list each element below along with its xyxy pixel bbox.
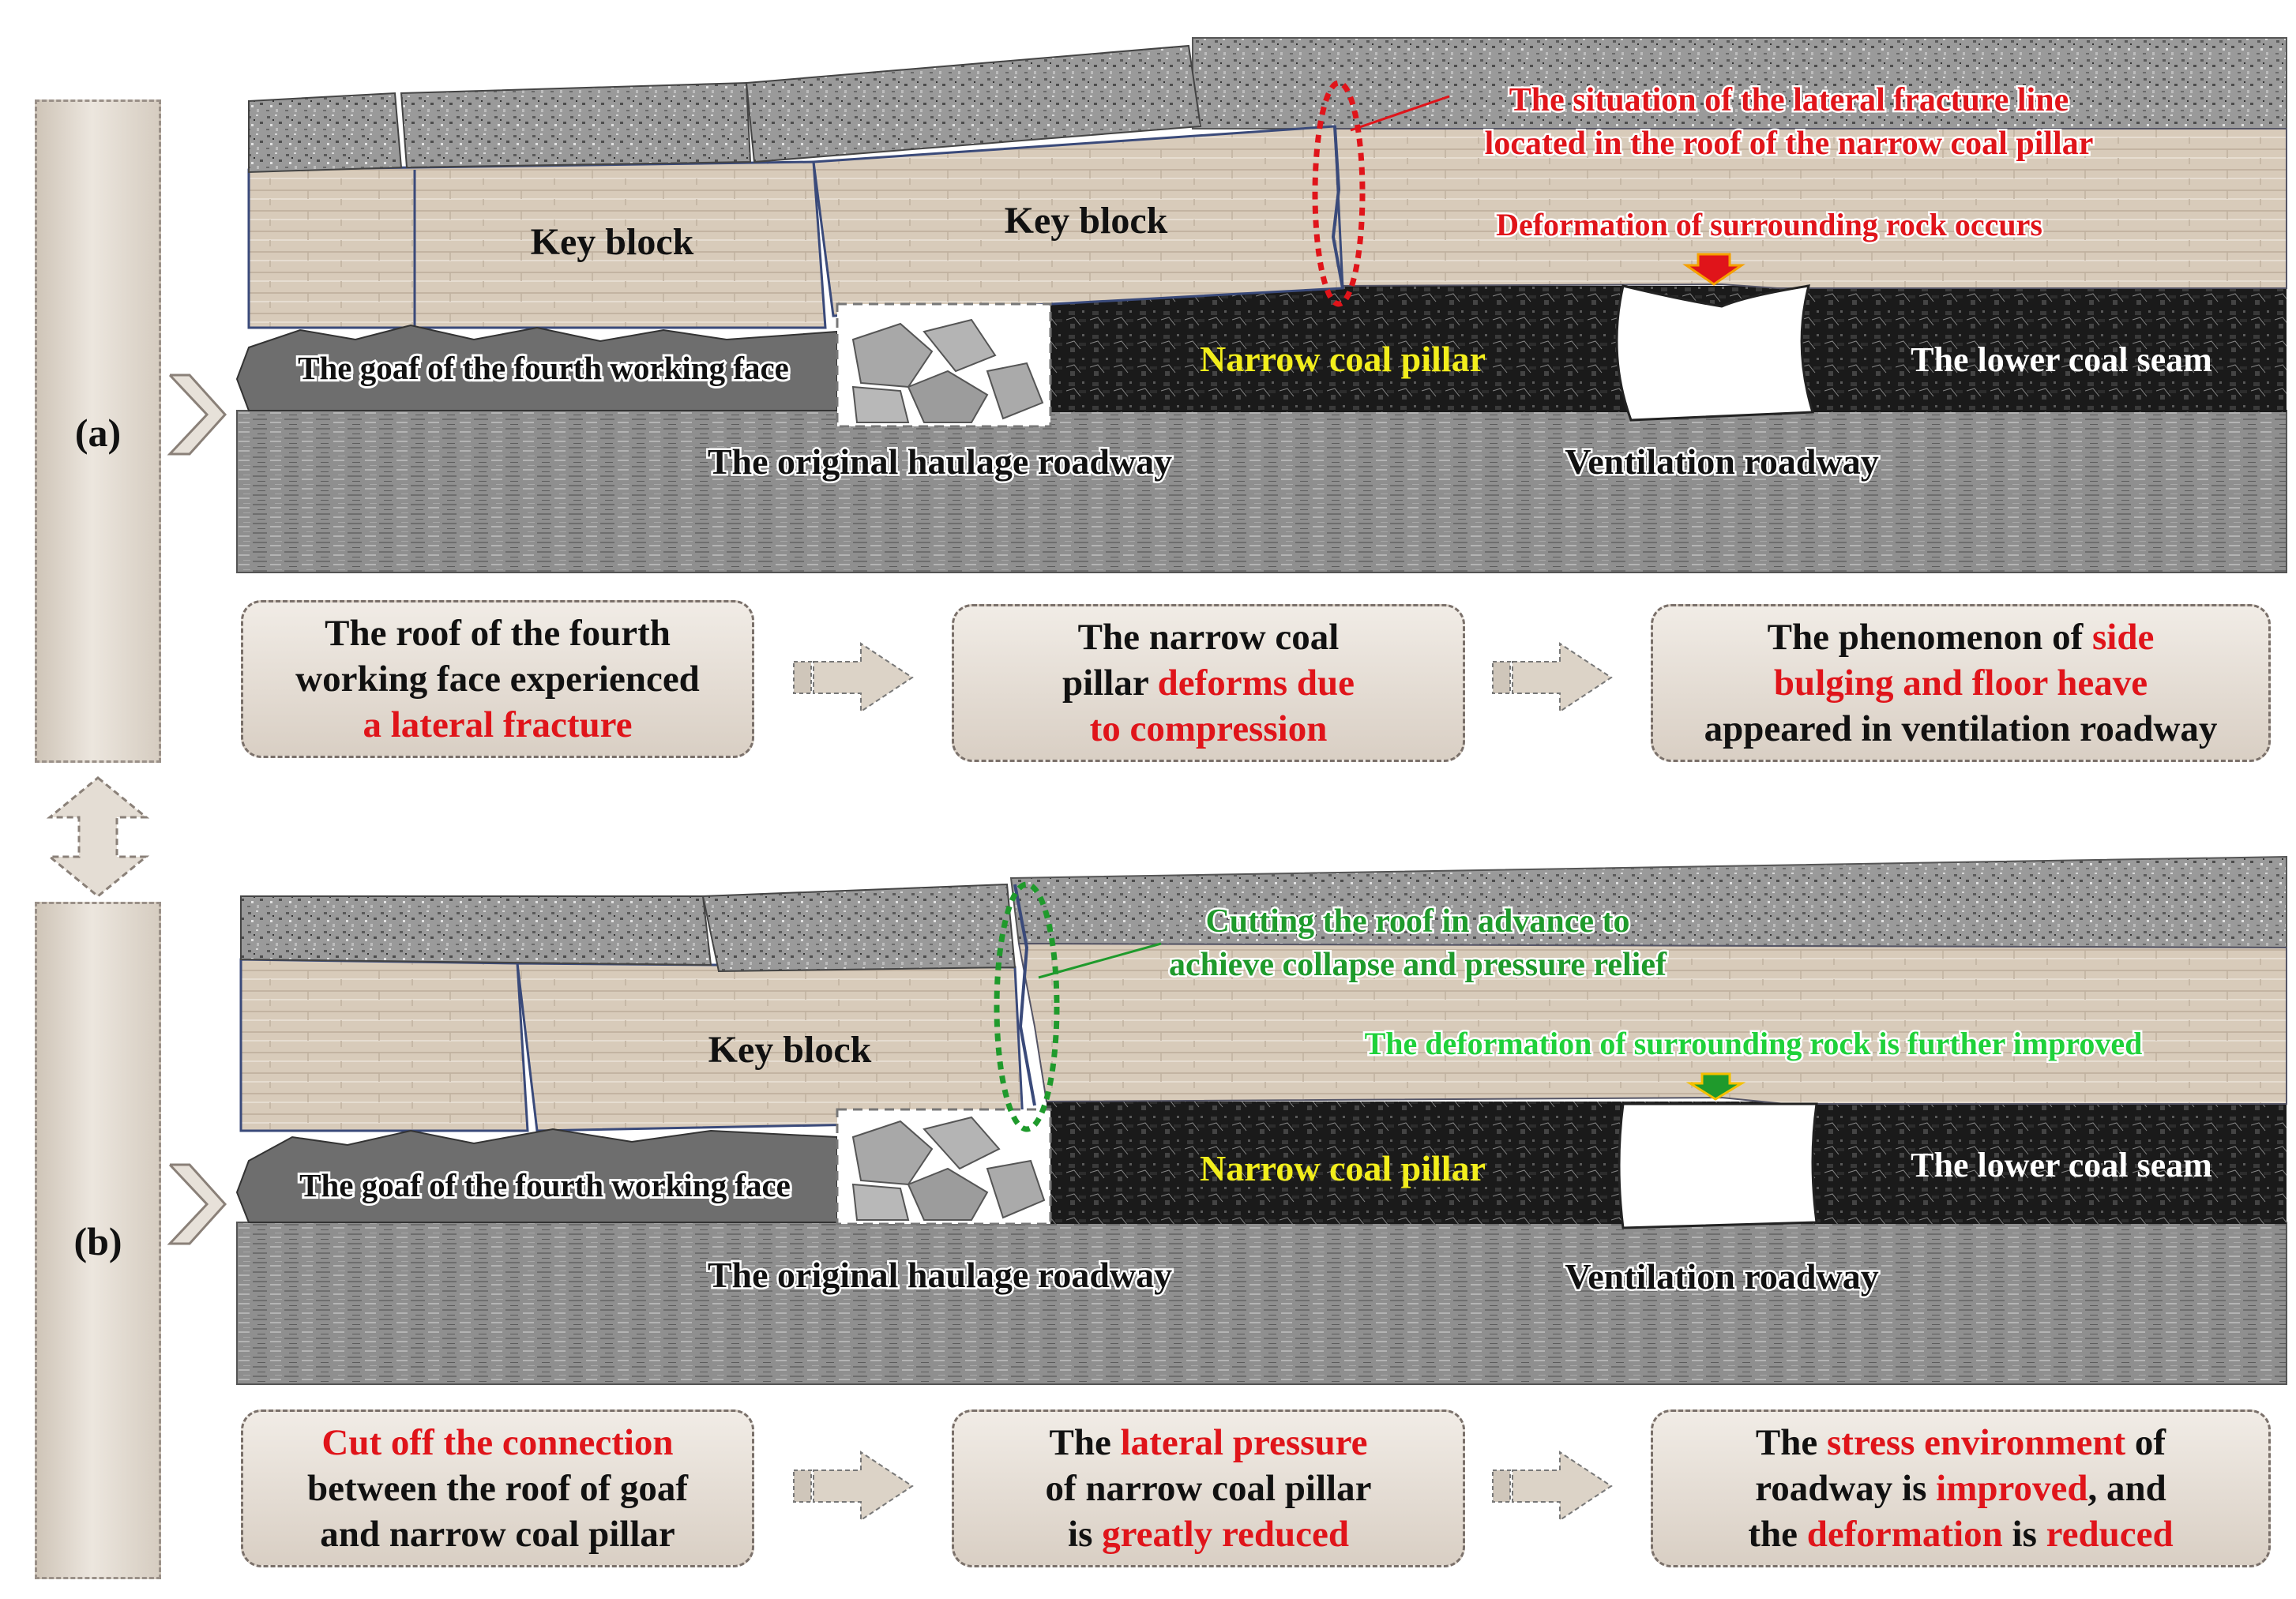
chevron-icon-a	[167, 373, 227, 456]
callout-2-b: achieve collapse and pressure relief	[1169, 947, 1667, 983]
goaf-label-a: The goaf of the fourth working face	[298, 350, 789, 386]
callout-1-a: The situation of the lateral fracture li…	[1509, 82, 2069, 118]
callout-1-b: Cutting the roof in advance to	[1205, 903, 1629, 940]
sandstone-right-b	[1017, 942, 2287, 1105]
cut-pointer-b	[1038, 942, 1162, 979]
panel-b-geology	[235, 855, 2287, 1385]
step-b3-line2a: roadway is	[1755, 1468, 1937, 1509]
granite-block-2-b	[701, 883, 1016, 973]
flow-arrow-icon-a1	[793, 642, 914, 713]
step-b3-line1c: of	[2125, 1422, 2166, 1463]
granite-block-1-a	[248, 92, 403, 174]
upper-rock-right-b	[1009, 855, 2287, 949]
granite-block-3-a	[745, 44, 1202, 163]
fracture-pointer-a	[1350, 95, 1450, 132]
step-a2-line3: to compression	[1089, 708, 1328, 749]
flow-arrow-icon-b1	[793, 1451, 914, 1522]
callout-3-b: The deformation of surrounding rock is f…	[1365, 1026, 2143, 1061]
key-block-right-label-a: Key block	[1005, 200, 1168, 242]
step-b3-line1a: The	[1755, 1422, 1827, 1463]
sidebar-panel-a: (a)	[35, 99, 161, 763]
step-b3-line3a: the	[1748, 1514, 1807, 1555]
haulage-label-b: The original haulage roadway	[708, 1255, 1172, 1295]
ventilation-label-b: Ventilation roadway	[1565, 1256, 1878, 1297]
step-b1-line1: Cut off the connection	[321, 1422, 674, 1463]
double-arrow-icon	[46, 776, 150, 898]
step-b2-line3a: is	[1068, 1514, 1103, 1555]
pillar-label-b: Narrow coal pillar	[1200, 1148, 1486, 1188]
cut-ellipse-b	[994, 881, 1060, 1132]
cut-line-b	[1013, 884, 1036, 1106]
flow-arrow-icon-a2	[1492, 642, 1613, 713]
step-b1-line3: and narrow coal pillar	[320, 1514, 675, 1555]
key-block-label-b: Key block	[708, 1029, 872, 1071]
chevron-icon-b	[167, 1163, 227, 1245]
step-b1-line2: between the roof of goaf	[306, 1468, 689, 1509]
goaf-rubble-a	[235, 302, 1052, 428]
goaf-rubble-b	[235, 1108, 1052, 1226]
fracture-ellipse-a	[1312, 80, 1366, 307]
step-b2-line2: of narrow coal pillar	[1045, 1468, 1372, 1509]
step-b3-line2c: , and	[2087, 1468, 2166, 1509]
step-box-a2: The narrow coal pillar deforms due to co…	[952, 604, 1465, 762]
granite-block-2-a	[400, 81, 752, 169]
callout-2-a: located in the roof of the narrow coal p…	[1485, 126, 2094, 162]
deformation-arrow-a	[1682, 253, 1745, 286]
improvement-arrow-b	[1685, 1072, 1746, 1101]
step-b3-line3c: is	[2002, 1514, 2046, 1555]
step-a1-line1: The roof of the fourth	[325, 613, 671, 654]
step-box-a3: The phenomenon of side bulging and floor…	[1651, 604, 2271, 762]
floor-rock-b	[236, 1222, 2287, 1385]
panel-label-a: (a)	[74, 411, 122, 455]
pillar-label-a: Narrow coal pillar	[1200, 339, 1486, 379]
step-a3-line2: bulging and floor heave	[1773, 662, 2148, 704]
step-a3-line3: appeared in ventilation roadway	[1704, 708, 2218, 749]
step-box-a1: The roof of the fourth working face expe…	[241, 600, 754, 758]
key-block-left-label-a: Key block	[531, 221, 694, 263]
callout-3-a: Deformation of surrounding rock occurs	[1496, 207, 2042, 242]
step-box-b3: The stress environment of roadway is imp…	[1651, 1409, 2271, 1567]
step-b2-line3b: greatly reduced	[1102, 1514, 1349, 1555]
step-b3-line3d: reduced	[2046, 1514, 2174, 1555]
goaf-label-b: The goaf of the fourth working face	[299, 1167, 791, 1203]
step-b3-line2b: improved	[1936, 1468, 2088, 1509]
step-a2-line2b: deforms due	[1157, 662, 1355, 704]
panel-label-b: (b)	[73, 1219, 122, 1263]
fracture-line-a	[1331, 126, 1344, 289]
ventilation-roadway-a	[1615, 284, 1814, 422]
seam-label-a: The lower coal seam	[1911, 340, 2212, 379]
step-a1-line3: a lateral fracture	[363, 704, 633, 745]
sidebar-panel-b: (b)	[35, 902, 161, 1579]
step-a3-line1b: side	[2091, 617, 2155, 658]
step-a2-line1: The narrow coal	[1077, 617, 1340, 658]
haulage-label-a: The original haulage roadway	[708, 441, 1172, 482]
floor-rock-a	[236, 410, 2287, 573]
panel-a-geology	[235, 37, 2287, 573]
seam-label-b: The lower coal seam	[1911, 1146, 2212, 1184]
step-b2-line1a: The	[1049, 1422, 1121, 1463]
ventilation-label-a: Ventilation roadway	[1565, 441, 1878, 482]
step-box-b2: The lateral pressure of narrow coal pill…	[952, 1409, 1465, 1567]
granite-block-1-b	[240, 895, 712, 967]
sandstone-left-b	[239, 958, 529, 1132]
ventilation-roadway-b	[1618, 1102, 1818, 1229]
step-a3-line1a: The phenomenon of	[1767, 617, 2092, 658]
step-b3-line1b: stress environment	[1827, 1422, 2126, 1463]
step-b2-line1b: lateral pressure	[1120, 1422, 1368, 1463]
step-a2-line2a: pillar	[1062, 662, 1158, 704]
flow-arrow-icon-b2	[1492, 1451, 1613, 1522]
step-box-b1: Cut off the connection between the roof …	[241, 1409, 754, 1567]
step-a1-line2: working face experienced	[295, 659, 700, 700]
step-b3-line3b: deformation	[1806, 1514, 2003, 1555]
